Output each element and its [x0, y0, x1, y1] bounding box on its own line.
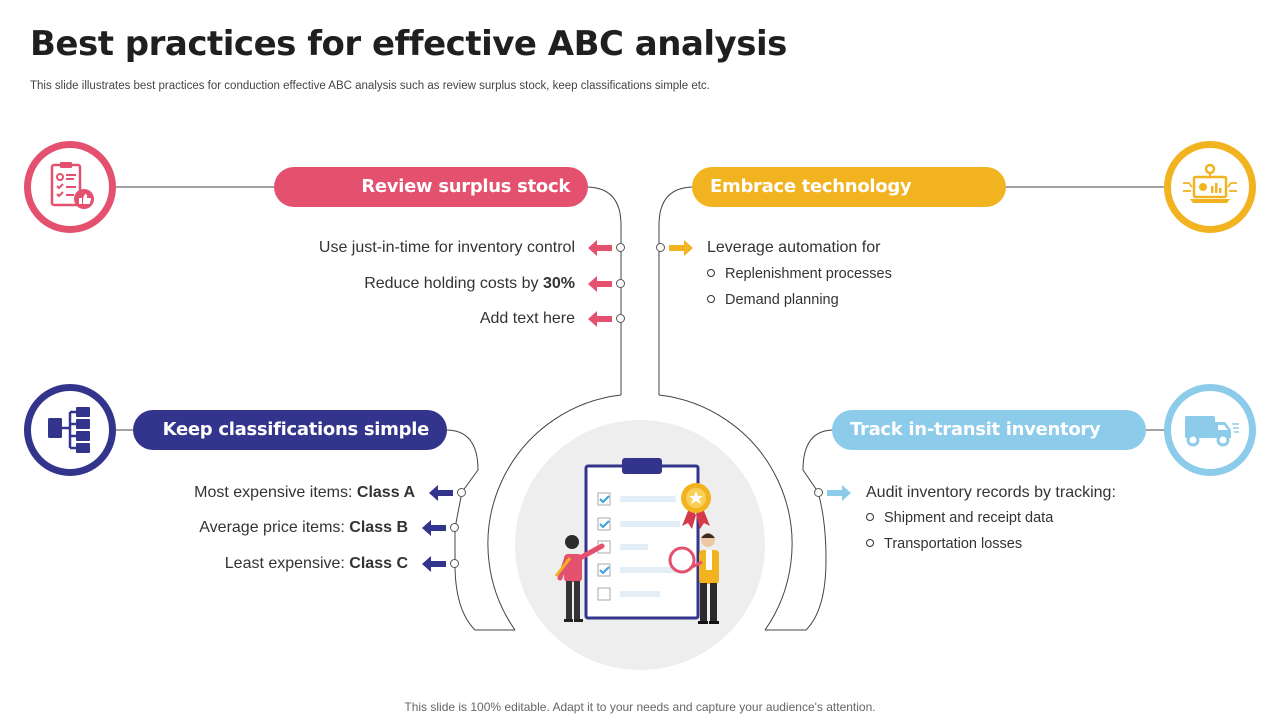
connector-dot	[457, 488, 466, 497]
left-arrow-icon	[588, 276, 612, 292]
review-item-1: Use just-in-time for inventory control	[318, 239, 575, 256]
connector-dot	[450, 523, 459, 532]
bullet-icon	[866, 539, 874, 548]
hierarchy-icon	[24, 384, 116, 476]
technology-bullet-2: Demand planning	[707, 289, 839, 311]
footer-note: This slide is 100% editable. Adapt it to…	[404, 700, 876, 714]
left-arrow-icon	[588, 240, 612, 256]
connector-dot	[616, 243, 625, 252]
track-in-transit-inventory-heading: Track in-transit inventory	[832, 410, 1146, 450]
classification-item-1: Most expensive items: Class A	[194, 484, 415, 501]
checklist-thumbs-up-icon	[24, 141, 116, 233]
delivery-truck-icon	[1164, 384, 1256, 476]
page-subtitle: This slide illustrates best practices fo…	[30, 80, 710, 92]
transit-bullet-2: Transportation losses	[866, 533, 1022, 555]
classification-item-2: Average price items: Class B	[199, 519, 408, 536]
keep-classifications-simple-heading: Keep classifications simple	[133, 410, 447, 450]
right-arrow-icon	[827, 485, 851, 501]
connector-dot	[656, 243, 665, 252]
technology-lead: Leverage automation for	[707, 239, 881, 256]
transit-bullet-1: Shipment and receipt data	[866, 507, 1053, 529]
bullet-icon	[707, 269, 715, 278]
review-surplus-stock-heading: Review surplus stock	[274, 167, 588, 207]
technology-bullet-1: Replenishment processes	[707, 263, 892, 285]
connector-dot	[814, 488, 823, 497]
right-arrow-icon	[669, 240, 693, 256]
left-arrow-icon	[422, 520, 446, 536]
left-arrow-icon	[429, 485, 453, 501]
laptop-gear-icon	[1164, 141, 1256, 233]
embrace-technology-heading: Embrace technology	[692, 167, 1006, 207]
connector-dot	[616, 279, 625, 288]
review-item-3: Add text here	[479, 310, 575, 327]
classification-item-3: Least expensive: Class C	[224, 555, 408, 572]
review-item-2: Reduce holding costs by 30%	[364, 275, 575, 292]
left-arrow-icon	[422, 556, 446, 572]
bullet-icon	[707, 295, 715, 304]
connector-dot	[616, 314, 625, 323]
connector-dot	[450, 559, 459, 568]
left-arrow-icon	[588, 311, 612, 327]
bullet-icon	[866, 513, 874, 522]
transit-lead: Audit inventory records by tracking:	[866, 484, 1116, 501]
page-title: Best practices for effective ABC analysi…	[30, 24, 787, 64]
clipboard-people-illustration	[554, 458, 719, 624]
